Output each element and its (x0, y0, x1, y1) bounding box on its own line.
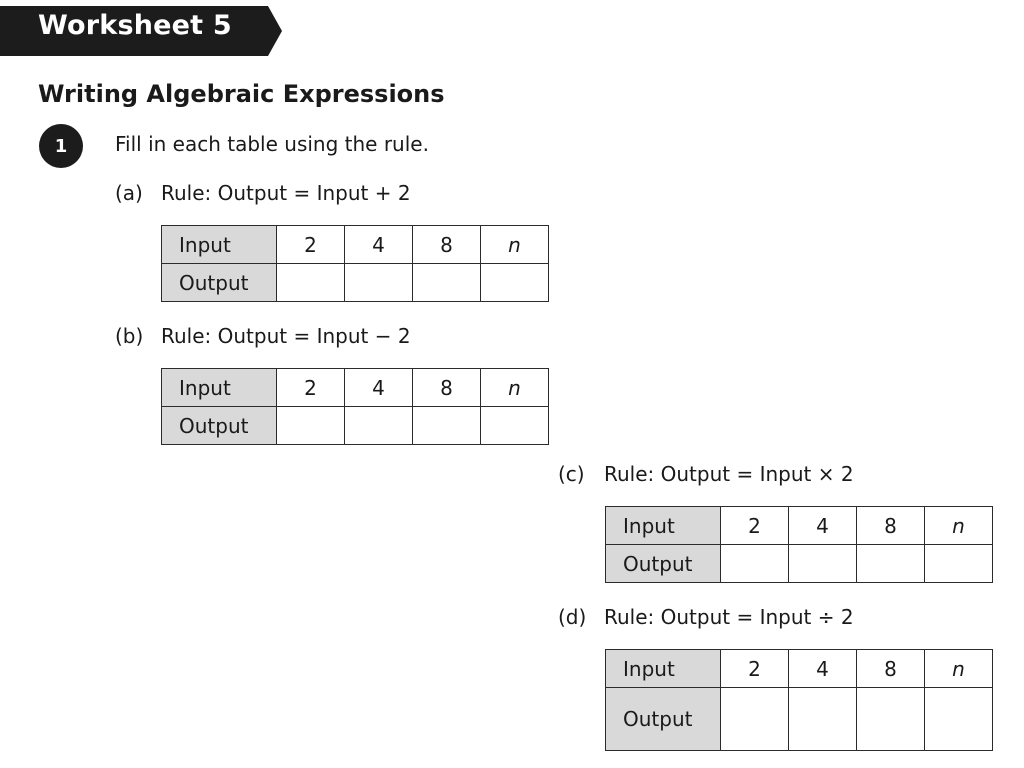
output-answer-cell[interactable] (412, 406, 481, 445)
input-header: Input (605, 649, 721, 688)
input-value: 4 (788, 649, 857, 688)
output-answer-cell[interactable] (276, 406, 345, 445)
output-header: Output (605, 544, 721, 583)
output-answer-cell[interactable] (480, 406, 549, 445)
output-answer-cell[interactable] (788, 687, 857, 751)
section-title: Writing Algebraic Expressions (38, 80, 445, 108)
part-a-table: Input 2 4 8 n Output (161, 225, 549, 302)
output-answer-cell[interactable] (344, 263, 413, 302)
question-number: 1 (54, 135, 68, 157)
part-b-table: Input 2 4 8 n Output (161, 368, 549, 445)
part-c-table: Input 2 4 8 n Output (605, 506, 993, 583)
question-instruction: Fill in each table using the rule. (115, 132, 429, 156)
part-d-rule-text: Rule: Output = Input ÷ 2 (604, 605, 854, 629)
output-answer-cell[interactable] (412, 263, 481, 302)
input-value: 2 (276, 225, 345, 264)
worksheet-title: Worksheet 5 (38, 10, 232, 41)
input-value: 2 (720, 506, 789, 545)
input-value: n (924, 649, 993, 688)
part-a-rule: (a) Rule: Output = Input + 2 (115, 183, 411, 203)
part-d-letter: (d) (558, 605, 587, 629)
part-d-table: Input 2 4 8 n Output (605, 649, 993, 751)
input-value: n (924, 506, 993, 545)
output-answer-cell[interactable] (856, 687, 925, 751)
output-answer-cell[interactable] (924, 544, 993, 583)
question-number-badge: 1 (39, 124, 83, 168)
output-answer-cell[interactable] (720, 544, 789, 583)
input-header: Input (161, 225, 277, 264)
input-value: 8 (412, 368, 481, 407)
output-answer-cell[interactable] (344, 406, 413, 445)
input-value: 4 (344, 368, 413, 407)
input-value: n (480, 368, 549, 407)
worksheet-banner (0, 6, 282, 56)
input-value: 8 (856, 649, 925, 688)
part-a-letter: (a) (115, 181, 143, 205)
input-header: Input (161, 368, 277, 407)
part-c-rule-text: Rule: Output = Input × 2 (604, 462, 854, 486)
input-header: Input (605, 506, 721, 545)
part-c-rule: (c) Rule: Output = Input × 2 (558, 464, 854, 484)
output-answer-cell[interactable] (480, 263, 549, 302)
part-a-rule-text: Rule: Output = Input + 2 (161, 181, 411, 205)
output-header: Output (161, 263, 277, 302)
input-value: n (480, 225, 549, 264)
input-value: 4 (344, 225, 413, 264)
part-b-rule-text: Rule: Output = Input − 2 (161, 324, 411, 348)
input-value: 8 (412, 225, 481, 264)
input-value: 2 (276, 368, 345, 407)
part-b-letter: (b) (115, 324, 144, 348)
output-answer-cell[interactable] (720, 687, 789, 751)
output-answer-cell[interactable] (924, 687, 993, 751)
output-header: Output (161, 406, 277, 445)
output-answer-cell[interactable] (276, 263, 345, 302)
output-answer-cell[interactable] (856, 544, 925, 583)
input-value: 2 (720, 649, 789, 688)
part-d-rule: (d) Rule: Output = Input ÷ 2 (558, 607, 854, 627)
input-value: 4 (788, 506, 857, 545)
output-answer-cell[interactable] (788, 544, 857, 583)
part-b-rule: (b) Rule: Output = Input − 2 (115, 326, 411, 346)
part-c-letter: (c) (558, 462, 585, 486)
output-header: Output (605, 687, 721, 751)
input-value: 8 (856, 506, 925, 545)
